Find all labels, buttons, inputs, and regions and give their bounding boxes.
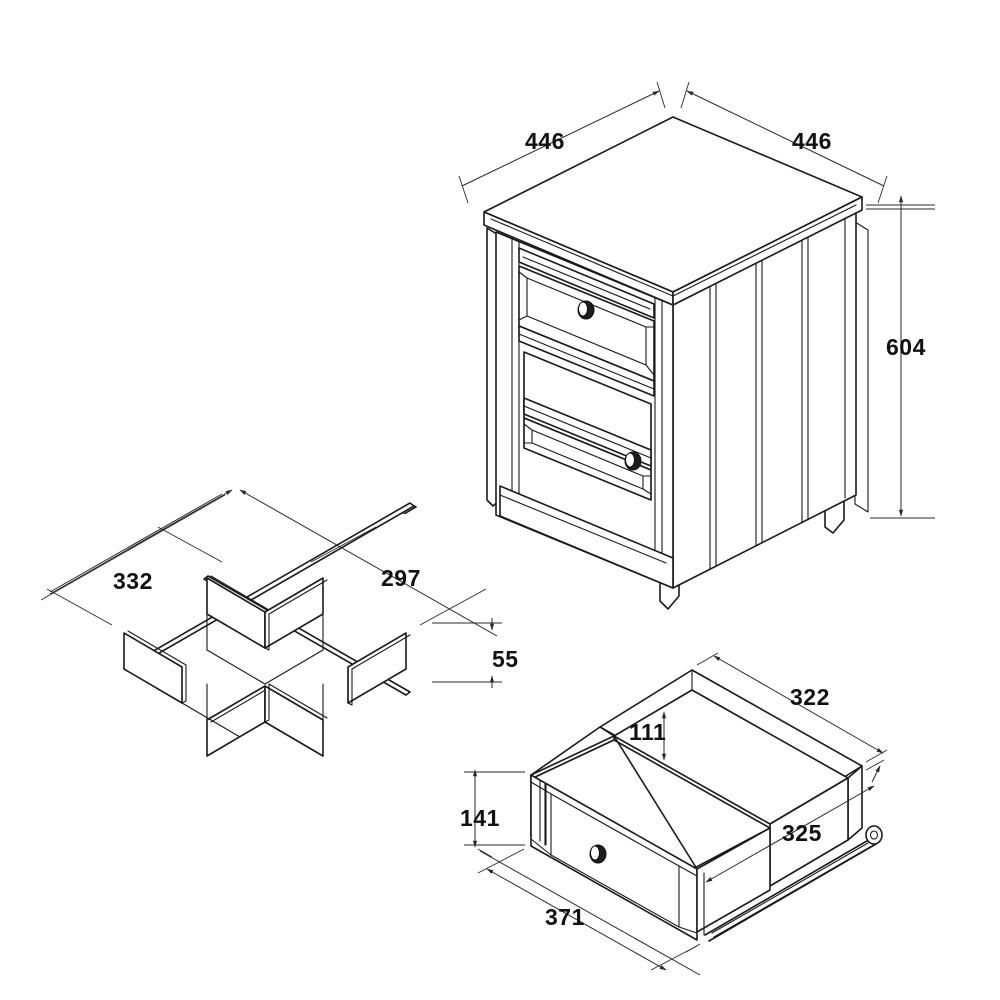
- dimension-cabinet-height: 604: [866, 195, 935, 519]
- dimension-divider-height: 55: [432, 618, 519, 688]
- divider-definitive: [94, 502, 454, 814]
- dimension-label-297: 297: [381, 565, 421, 591]
- dimension-cabinet-width-right: 446: [680, 81, 888, 204]
- dimension-cabinet-width-left: 446: [458, 81, 666, 204]
- cabinet-top-panel: [483, 116, 863, 306]
- drawer-box-knob-highlight-icon: [590, 845, 600, 861]
- dimension-label-55: 55: [492, 646, 519, 672]
- dimension-label-322: 322: [790, 684, 830, 710]
- dimension-label-604: 604: [886, 334, 926, 360]
- dimension-drawer-front-width: 371: [477, 848, 701, 976]
- drawer-view: 322 111 325 141: [460, 652, 888, 976]
- dimension-drawer-depth-top: 322: [696, 652, 888, 763]
- dimension-label-446-left: 446: [525, 128, 565, 154]
- cabinet-view: [483, 116, 869, 610]
- dimension-label-141: 141: [460, 805, 500, 831]
- dimension-drawer-inner-height: 111: [629, 711, 667, 761]
- dimension-label-332: 332: [113, 568, 153, 594]
- drawer-right-wall: [847, 765, 863, 841]
- dimension-label-371: 371: [545, 904, 585, 930]
- dimension-drawer-front-height: 141: [460, 769, 525, 848]
- door-knob-highlight-icon: [625, 452, 635, 468]
- cabinet-door: [523, 351, 652, 501]
- dimension-divider-length: 332: [40, 489, 233, 626]
- divider-view: 332 297 55: [40, 489, 519, 814]
- dimension-drawer-runner-length: 325: [696, 759, 885, 935]
- dimension-label-111: 111: [629, 719, 666, 745]
- cabinet-bottom-rail: [499, 485, 674, 589]
- dimension-divider-width: 297: [239, 489, 498, 637]
- drawer-knob-highlight-icon: [578, 301, 588, 317]
- dimension-label-446-right: 446: [792, 128, 832, 154]
- drawer-roller-hub-icon: [869, 830, 879, 840]
- dimension-label-325: 325: [782, 820, 822, 846]
- cabinet-drawer: [518, 247, 655, 397]
